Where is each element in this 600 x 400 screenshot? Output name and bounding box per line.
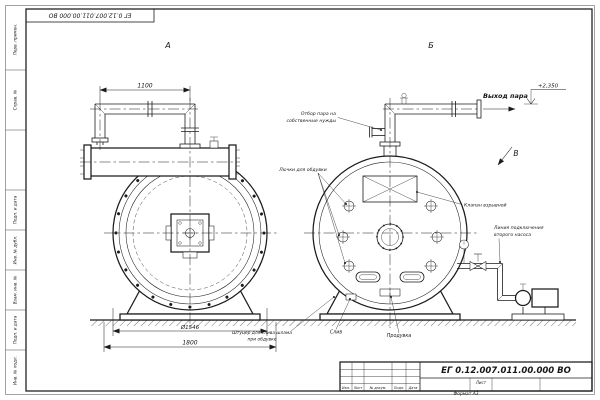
label-blowdown: Продувка bbox=[387, 333, 411, 339]
view-b-label: Б bbox=[428, 41, 434, 50]
tb-label-podp: Подп. bbox=[394, 386, 404, 390]
margin-stamp-3: Инв. № дубл. bbox=[13, 236, 18, 265]
label-sludge-2: при обдувке bbox=[248, 337, 277, 343]
label-explosion-valve: Клапан взрывной bbox=[464, 203, 507, 209]
label-blow-hatches: Лючки для обдувки bbox=[278, 167, 327, 173]
corner-doc-number: ЕГ 0.12.007.011.00.000 ВО bbox=[48, 12, 131, 19]
blowdown-hatches bbox=[336, 199, 444, 273]
label-elevation: +2,350 bbox=[538, 84, 559, 90]
format-label: Формат А3 bbox=[453, 391, 478, 397]
label-pump-line-2: второго насоса bbox=[494, 233, 531, 238]
dim-base-width: 1800 bbox=[182, 340, 197, 347]
dimensions: 1100 Ø1546 1800 bbox=[99, 83, 277, 352]
ground-line bbox=[90, 319, 576, 326]
drain-stub bbox=[345, 293, 357, 301]
label-steam-out: Выход пара bbox=[483, 92, 528, 100]
label-sludge-1: Штуцер для слива шлама bbox=[232, 330, 292, 336]
tb-label-list: Лист bbox=[353, 386, 364, 390]
margin-stamp-4: Взам. инв. № bbox=[13, 275, 18, 304]
dim-shell-diameter: Ø1546 bbox=[180, 324, 200, 331]
pump-motor bbox=[531, 288, 559, 308]
steam-header-drum bbox=[80, 136, 240, 180]
pump-connection-piping bbox=[457, 239, 516, 301]
vent-valve bbox=[401, 93, 407, 98]
sheet-frame bbox=[5, 5, 595, 395]
view-a-label: А bbox=[164, 41, 170, 50]
label-drain: Слив bbox=[330, 330, 343, 336]
left-steam-piping bbox=[91, 101, 201, 149]
label-own-needs-2: собственные нужды bbox=[287, 118, 337, 124]
tb-label-data: Дата bbox=[408, 386, 418, 390]
label-pump-line-1: Линия подключения bbox=[493, 225, 544, 231]
tb-label-izm: Изм. bbox=[342, 386, 350, 390]
right-steam-piping bbox=[369, 93, 516, 156]
drum-top-fitting bbox=[209, 140, 219, 149]
title-block: ЕГ 0.12.007.011.00.000 ВО Изм. Лист № до… bbox=[339, 361, 593, 397]
handholes bbox=[345, 271, 425, 301]
annotations: А Б В Выход пара +2,350 Отбор пара на со… bbox=[164, 41, 558, 343]
centerlines bbox=[80, 98, 480, 328]
elevation-mark bbox=[524, 89, 566, 105]
view-v-arrow bbox=[497, 146, 513, 166]
valve-symbol bbox=[469, 261, 479, 271]
tb-sheet-label: Лист bbox=[475, 380, 487, 385]
margin-stamp-2: Подп. и дата bbox=[13, 195, 18, 224]
pump-casing bbox=[514, 289, 532, 307]
corner-stamp: ЕГ 0.12.007.011.00.000 ВО bbox=[25, 8, 155, 23]
margin-stamp-5: Подп. и дата bbox=[13, 315, 18, 344]
right-view bbox=[312, 89, 566, 321]
view-v-label: В bbox=[513, 149, 518, 158]
tb-label-dokum: № докум. bbox=[369, 386, 387, 390]
label-own-needs-1: Отбор пара на bbox=[301, 111, 336, 117]
margin-stamp-0: Перв. примен. bbox=[13, 24, 18, 55]
left-view bbox=[80, 101, 268, 321]
title-doc-number: ЕГ 0.12.007.011.00.000 ВО bbox=[441, 366, 571, 376]
feed-pump bbox=[511, 283, 565, 321]
margin-stamps: Перв. примен. Справ. № Подп. и дата Инв.… bbox=[13, 24, 18, 385]
margin-stamp-6: Инв. № подл. bbox=[13, 356, 18, 385]
dim-pipe-span: 1100 bbox=[137, 83, 152, 90]
margin-stamp-1: Справ. № bbox=[13, 89, 18, 110]
